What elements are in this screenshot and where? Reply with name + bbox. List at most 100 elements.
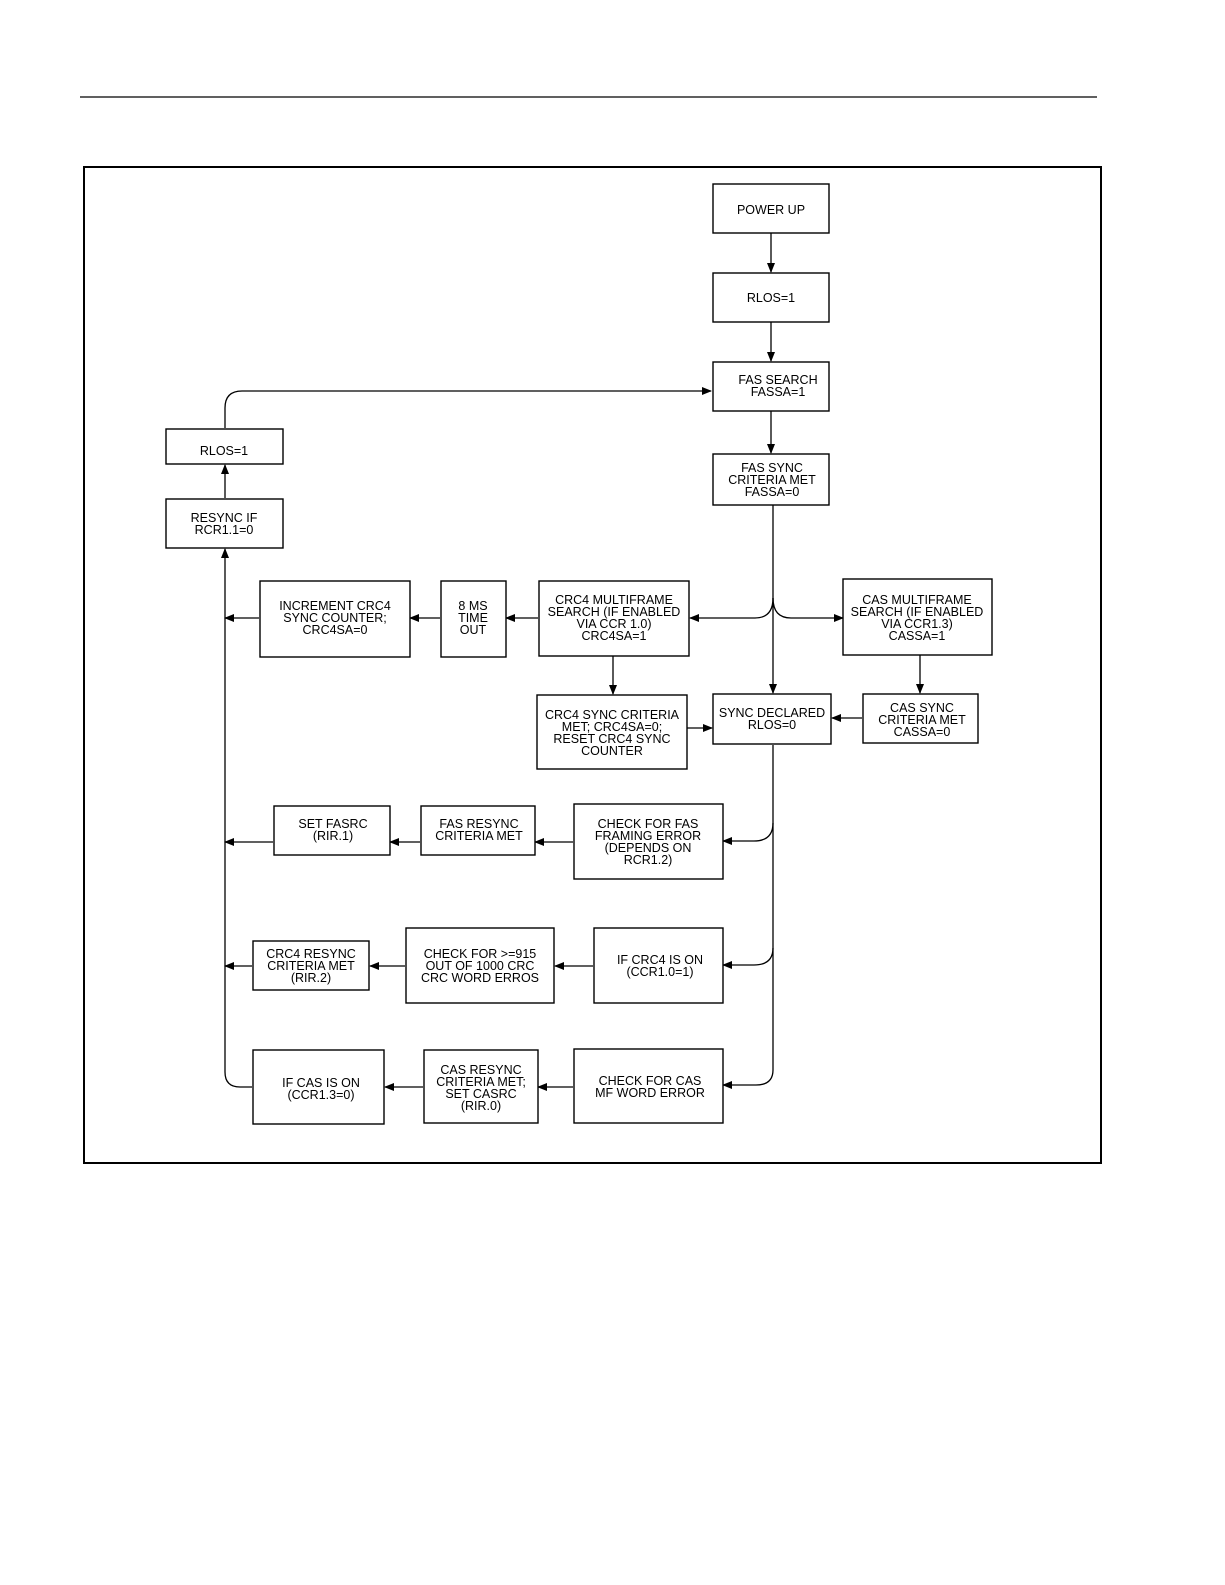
node-text: RLOS=1 [200, 444, 248, 458]
node-text-line: CRC4SA=1 [582, 629, 647, 643]
node-text-line: RLOS=1 [747, 291, 795, 305]
node-rlos-left: RLOS=1 [165, 428, 284, 465]
node-text-line: FASSA=1 [751, 385, 806, 399]
node-text-line: CHECK FOR FAS [598, 817, 699, 831]
node-text-line: FRAMING ERROR [595, 829, 701, 843]
node-text-line: OUT OF 1000 CRC [426, 959, 535, 973]
node-text-line: VIA CCR1.3) [881, 617, 953, 631]
node-text: RLOS=1 [747, 291, 795, 305]
node-text-line: CRC4 SYNC CRITERIA [545, 708, 680, 722]
node-text-line: SET FASRC [298, 817, 367, 831]
node-text: IF CAS IS ON(CCR1.3=0) [282, 1076, 360, 1102]
node-text-line: CRITERIA MET [267, 959, 355, 973]
arrow-syncdeclared-checks [722, 745, 774, 1089]
node-text-line: SEARCH (IF ENABLED [548, 605, 681, 619]
node-text-line: CASSA=1 [889, 629, 946, 643]
node-text-line: RCR1.1=0 [195, 523, 254, 537]
node-text-line: CHECK FOR CAS [599, 1074, 702, 1088]
node-text-line: SYNC DECLARED [719, 706, 825, 720]
node-text-line: CRC4SA=0 [303, 623, 368, 637]
arrow-branch-cas [772, 597, 844, 622]
node-text-line: CRC4 MULTIFRAME [555, 593, 673, 607]
node-text-line: POWER UP [737, 203, 805, 217]
node-text-line: FAS SYNC [741, 461, 803, 475]
node-text-line: RESET CRC4 SYNC [553, 732, 670, 746]
node-text: SET FASRC(RIR.1) [298, 817, 367, 843]
node-text: IF CRC4 IS ON(CCR1.0=1) [617, 953, 703, 979]
node-text-line: IF CRC4 IS ON [617, 953, 703, 967]
node-text-line: SEARCH (IF ENABLED [851, 605, 984, 619]
node-text-line: (CCR1.3=0) [287, 1088, 354, 1102]
node-text-line: FAS RESYNC [439, 817, 518, 831]
node-text-line: COUNTER [581, 744, 643, 758]
node-text-line: RCR1.2) [624, 853, 673, 867]
node-text-line: MF WORD ERROR [595, 1086, 705, 1100]
node-text-line: CRITERIA MET; [436, 1075, 526, 1089]
node-text-line: CHECK FOR >=915 [424, 947, 537, 961]
node-text-line: CRC WORD ERROS [421, 971, 539, 985]
node-text-line: OUT [460, 623, 487, 637]
node-text-line: RLOS=0 [748, 718, 796, 732]
node-text-line: (RIR.0) [461, 1099, 501, 1113]
node-text-line: INCREMENT CRC4 [279, 599, 391, 613]
connectors [221, 233, 924, 1091]
node-if-cas-on: IF CAS IS ON(CCR1.3=0) [252, 1049, 385, 1125]
node-text-line: RLOS=1 [200, 444, 248, 458]
figure-frame [83, 166, 1102, 1164]
node-text-line: RESYNC IF [191, 511, 258, 525]
node-set-fasrc: SET FASRC(RIR.1) [273, 805, 391, 856]
node-text-line: (CCR1.0=1) [626, 965, 693, 979]
arrow-rlos-fassearch-loop [224, 387, 712, 428]
node-text-line: FAS SEARCH [738, 373, 817, 387]
node-text-line: SET CASRC [445, 1087, 516, 1101]
arrow-ifcason-spine-resync [221, 548, 252, 1088]
node-text-line: SYNC COUNTER; [283, 611, 386, 625]
node-text-line: CAS MULTIFRAME [862, 593, 972, 607]
node-text-line: VIA CCR 1.0) [576, 617, 651, 631]
node-text-line: (RIR.1) [313, 829, 353, 843]
node-text-line: 8 MS [458, 599, 487, 613]
node-text-line: (DEPENDS ON [605, 841, 692, 855]
node-text-line: CRITERIA MET [878, 713, 966, 727]
node-text-line: FASSA=0 [745, 485, 800, 499]
node-text-line: CRITERIA MET [728, 473, 816, 487]
node-text: POWER UP [737, 203, 805, 217]
node-power-up: POWER UP [712, 183, 830, 234]
node-text-line: CRC4 RESYNC [266, 947, 356, 961]
node-text-line: CAS RESYNC [440, 1063, 521, 1077]
node-text-line: (RIR.2) [291, 971, 331, 985]
node-text-line: CAS SYNC [890, 701, 954, 715]
node-if-crc4-on: IF CRC4 IS ON(CCR1.0=1) [593, 927, 724, 1004]
